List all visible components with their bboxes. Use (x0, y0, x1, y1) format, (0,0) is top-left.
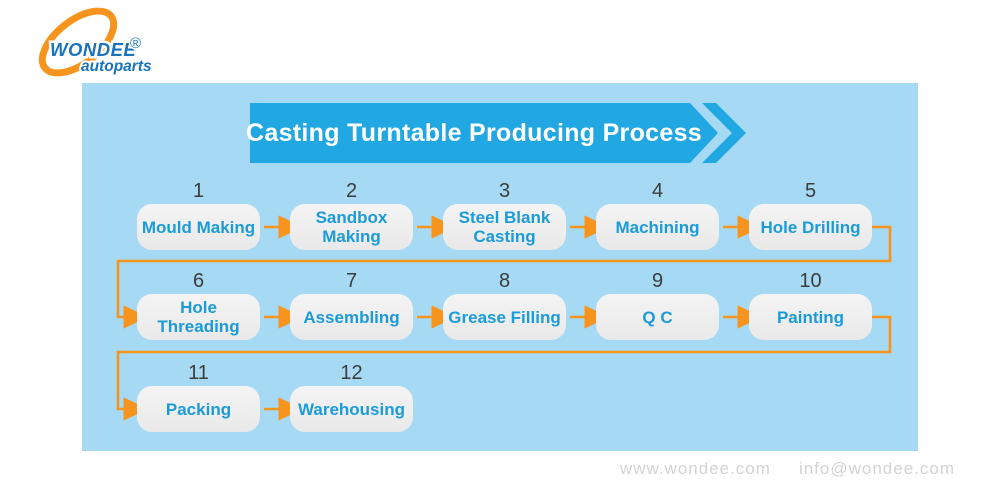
step-box-warehousing: Warehousing (290, 386, 413, 432)
step-number-9: 9 (651, 270, 664, 292)
footer-contact: www.wondee.com info@wondee.com (620, 459, 955, 479)
wondee-logo: WONDEE ® autoparts (38, 7, 154, 77)
step-box-grease-filling: Grease Filling (443, 294, 566, 340)
logo-brand-text: WONDEE (50, 39, 136, 60)
logo-swoosh-icon (38, 7, 118, 77)
step-box-painting: Painting (749, 294, 872, 340)
step-box-qc: Q C (596, 294, 719, 340)
step-box-hole-threading: Hole Threading (137, 294, 260, 340)
step-box-mould-making: Mould Making (137, 204, 260, 250)
page-title: Casting Turntable Producing Process (246, 118, 702, 147)
step-number-11: 11 (188, 362, 209, 384)
step-number-1: 1 (192, 180, 205, 202)
step-box-hole-drilling: Hole Drilling (749, 204, 872, 250)
step-number-6: 6 (192, 270, 205, 292)
step-number-2: 2 (345, 180, 358, 202)
logo-sub-text: autoparts (81, 58, 152, 75)
step-number-7: 7 (345, 270, 358, 292)
footer-email: info@wondee.com (798, 459, 955, 478)
step-box-machining: Machining (596, 204, 719, 250)
step-box-steel-blank-casting: Steel Blank Casting (443, 204, 566, 250)
step-number-10: 10 (799, 270, 822, 292)
step-box-sandbox-making: Sandbox Making (290, 204, 413, 250)
step-number-5: 5 (804, 180, 817, 202)
step-box-assembling: Assembling (290, 294, 413, 340)
step-number-3: 3 (498, 180, 511, 202)
step-number-4: 4 (651, 180, 664, 202)
banner-bar (250, 103, 690, 163)
footer-website: www.wondee.com (619, 459, 771, 478)
registered-mark-icon: ® (130, 35, 141, 52)
step-number-8: 8 (498, 270, 511, 292)
step-number-12: 12 (340, 362, 363, 384)
banner-chevron-icon (690, 103, 746, 163)
step-box-packing: Packing (137, 386, 260, 432)
